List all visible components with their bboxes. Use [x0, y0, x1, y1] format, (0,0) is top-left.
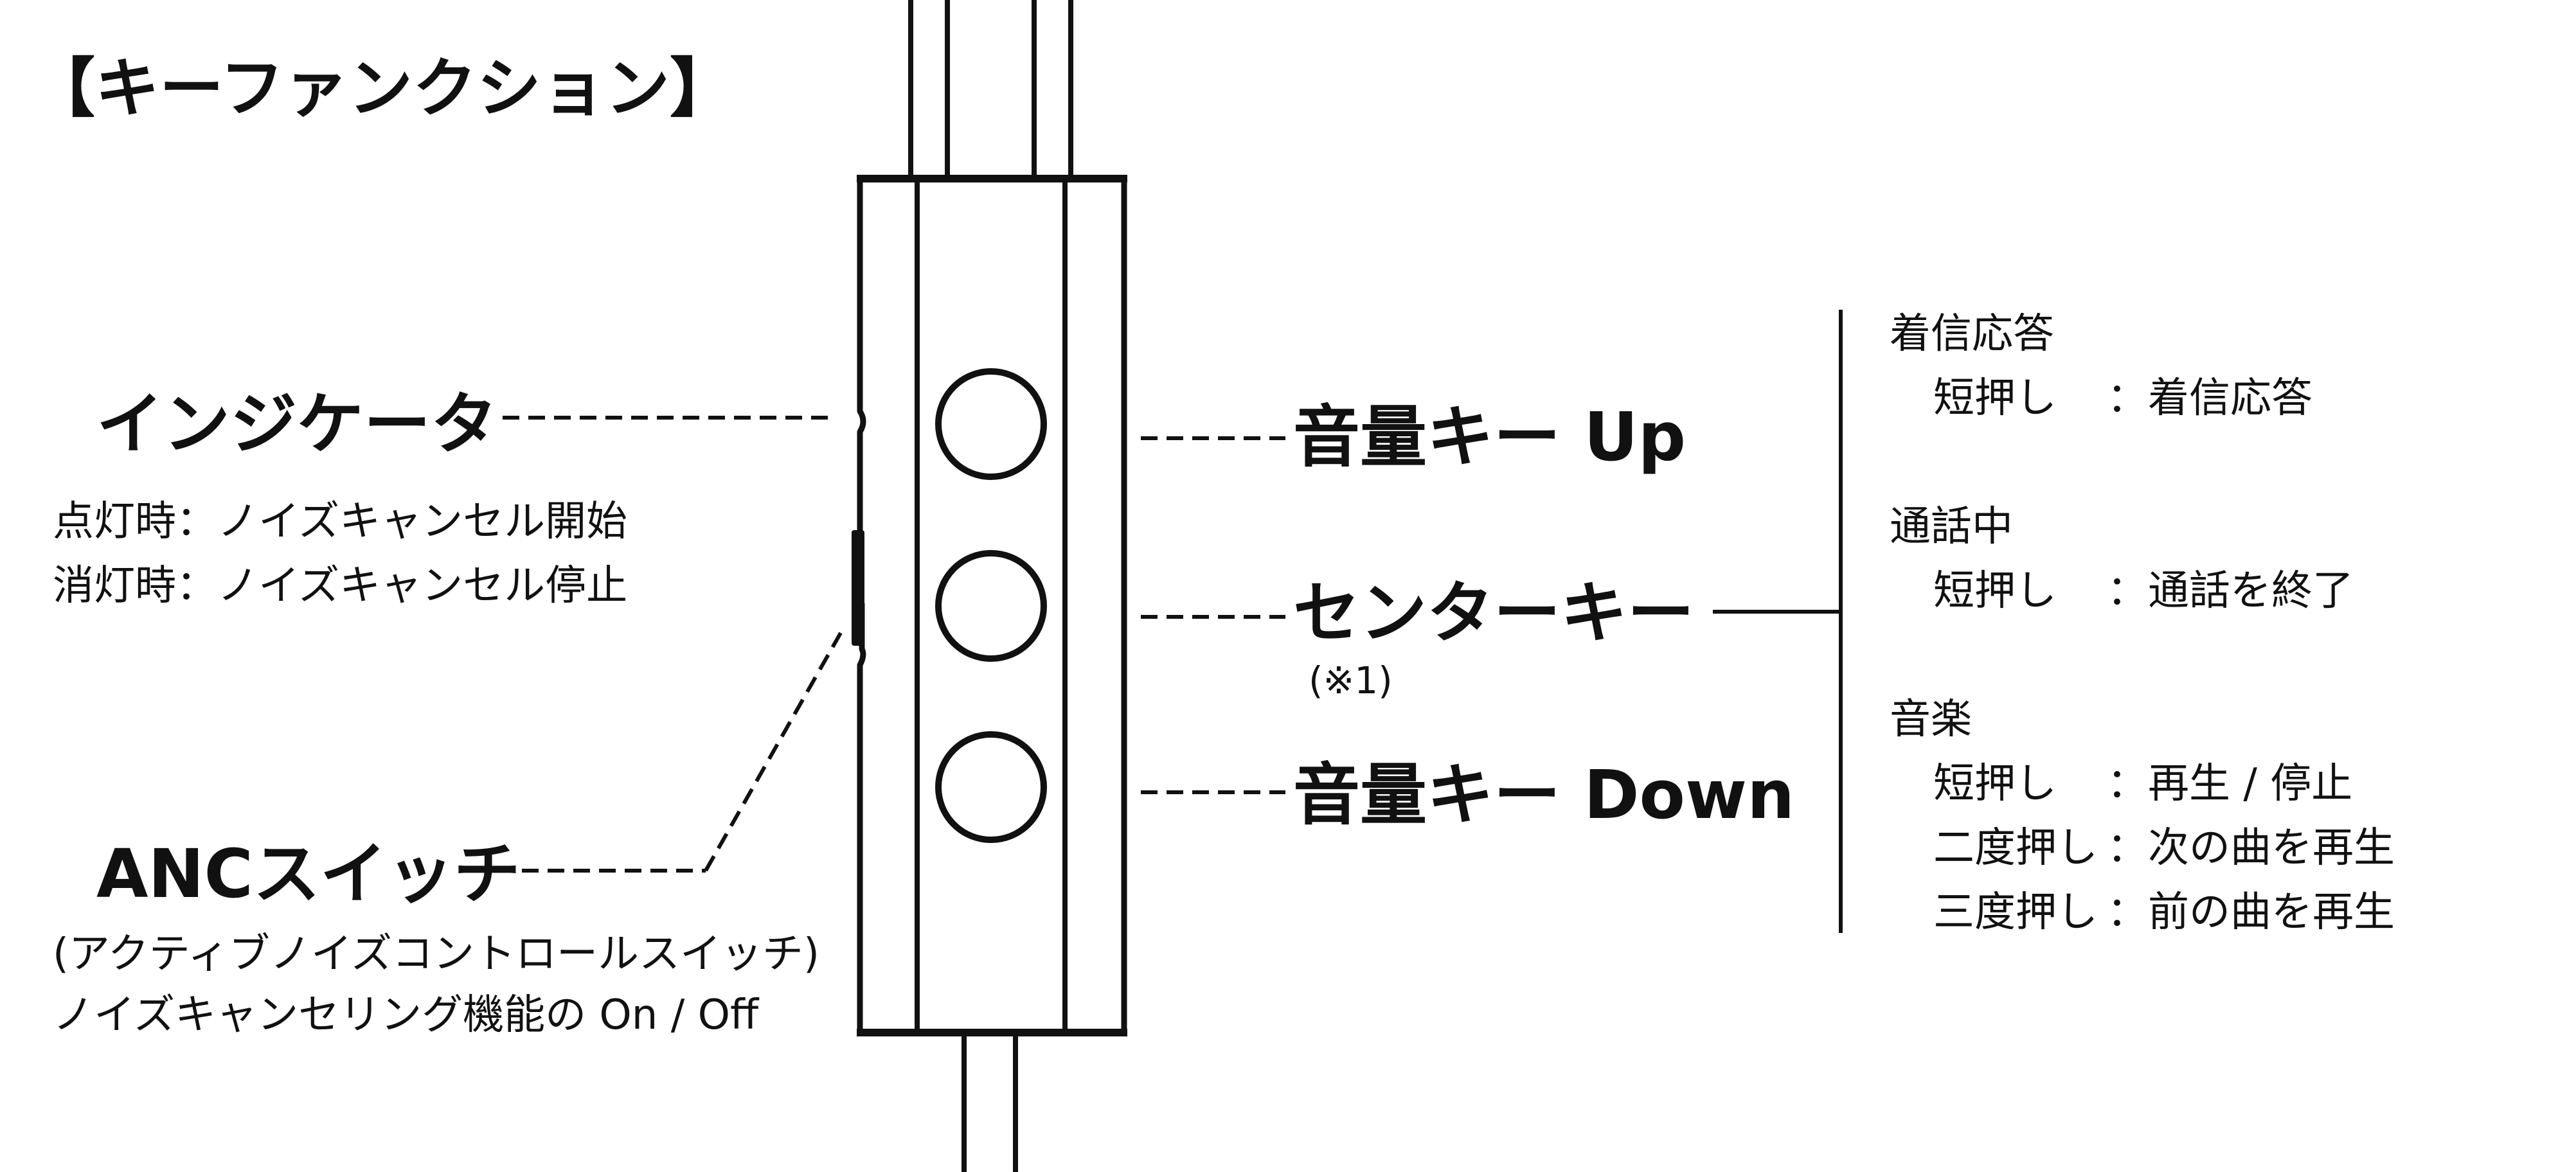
function-result: ：通話を終了 — [2107, 567, 2354, 615]
anc-leader-diagonal — [704, 632, 843, 872]
page-title: 【キーファンクション】 — [31, 51, 734, 126]
function-result: ：着信応答 — [2107, 375, 2312, 422]
function-action: 短押し — [1933, 375, 2057, 422]
function-heading-incoming-call: 着信応答 — [1890, 310, 2054, 358]
remote-bottom-cap — [857, 1029, 1127, 1036]
indicator-desc-on: 点灯時：ノイズキャンセル開始 — [53, 498, 628, 546]
volume-up-label: 音量キー Up — [1293, 398, 1686, 476]
volume-down-label: 音量キー Down — [1293, 756, 1795, 834]
volume-up-button[interactable] — [935, 368, 1047, 480]
remote-body-outline — [857, 175, 1127, 1036]
function-action: 二度押し — [1933, 824, 2098, 872]
function-heading-music: 音楽 — [1890, 696, 1972, 743]
remote-top-cap — [857, 175, 1127, 182]
indicator-desc-off: 消灯時：ノイズキャンセル停止 — [53, 562, 628, 610]
function-action: 短押し — [1933, 760, 2057, 808]
function-result: ：再生 / 停止 — [2107, 760, 2353, 808]
anc-switch-sub: (アクティブノイズコントロールスイッチ) — [53, 930, 819, 978]
anc-switch-slot[interactable] — [852, 530, 864, 646]
function-action: 三度押し — [1933, 889, 2098, 936]
center-key-label: センターキー — [1293, 574, 1695, 652]
function-action: 短押し — [1933, 567, 2057, 615]
indicator-label: インジケータ — [96, 385, 498, 463]
anc-switch-desc: ノイズキャンセリング機能の On / Off — [53, 991, 759, 1039]
function-result: ：前の曲を再生 — [2107, 889, 2395, 936]
center-key-note: (※1) — [1309, 659, 1393, 702]
volume-down-button[interactable] — [935, 731, 1047, 843]
function-heading-in-call: 通話中 — [1890, 503, 2013, 551]
function-result: ：次の曲を再生 — [2107, 824, 2395, 872]
center-key-button[interactable] — [935, 550, 1047, 662]
anc-switch-label: ANCスイッチ — [96, 835, 521, 913]
